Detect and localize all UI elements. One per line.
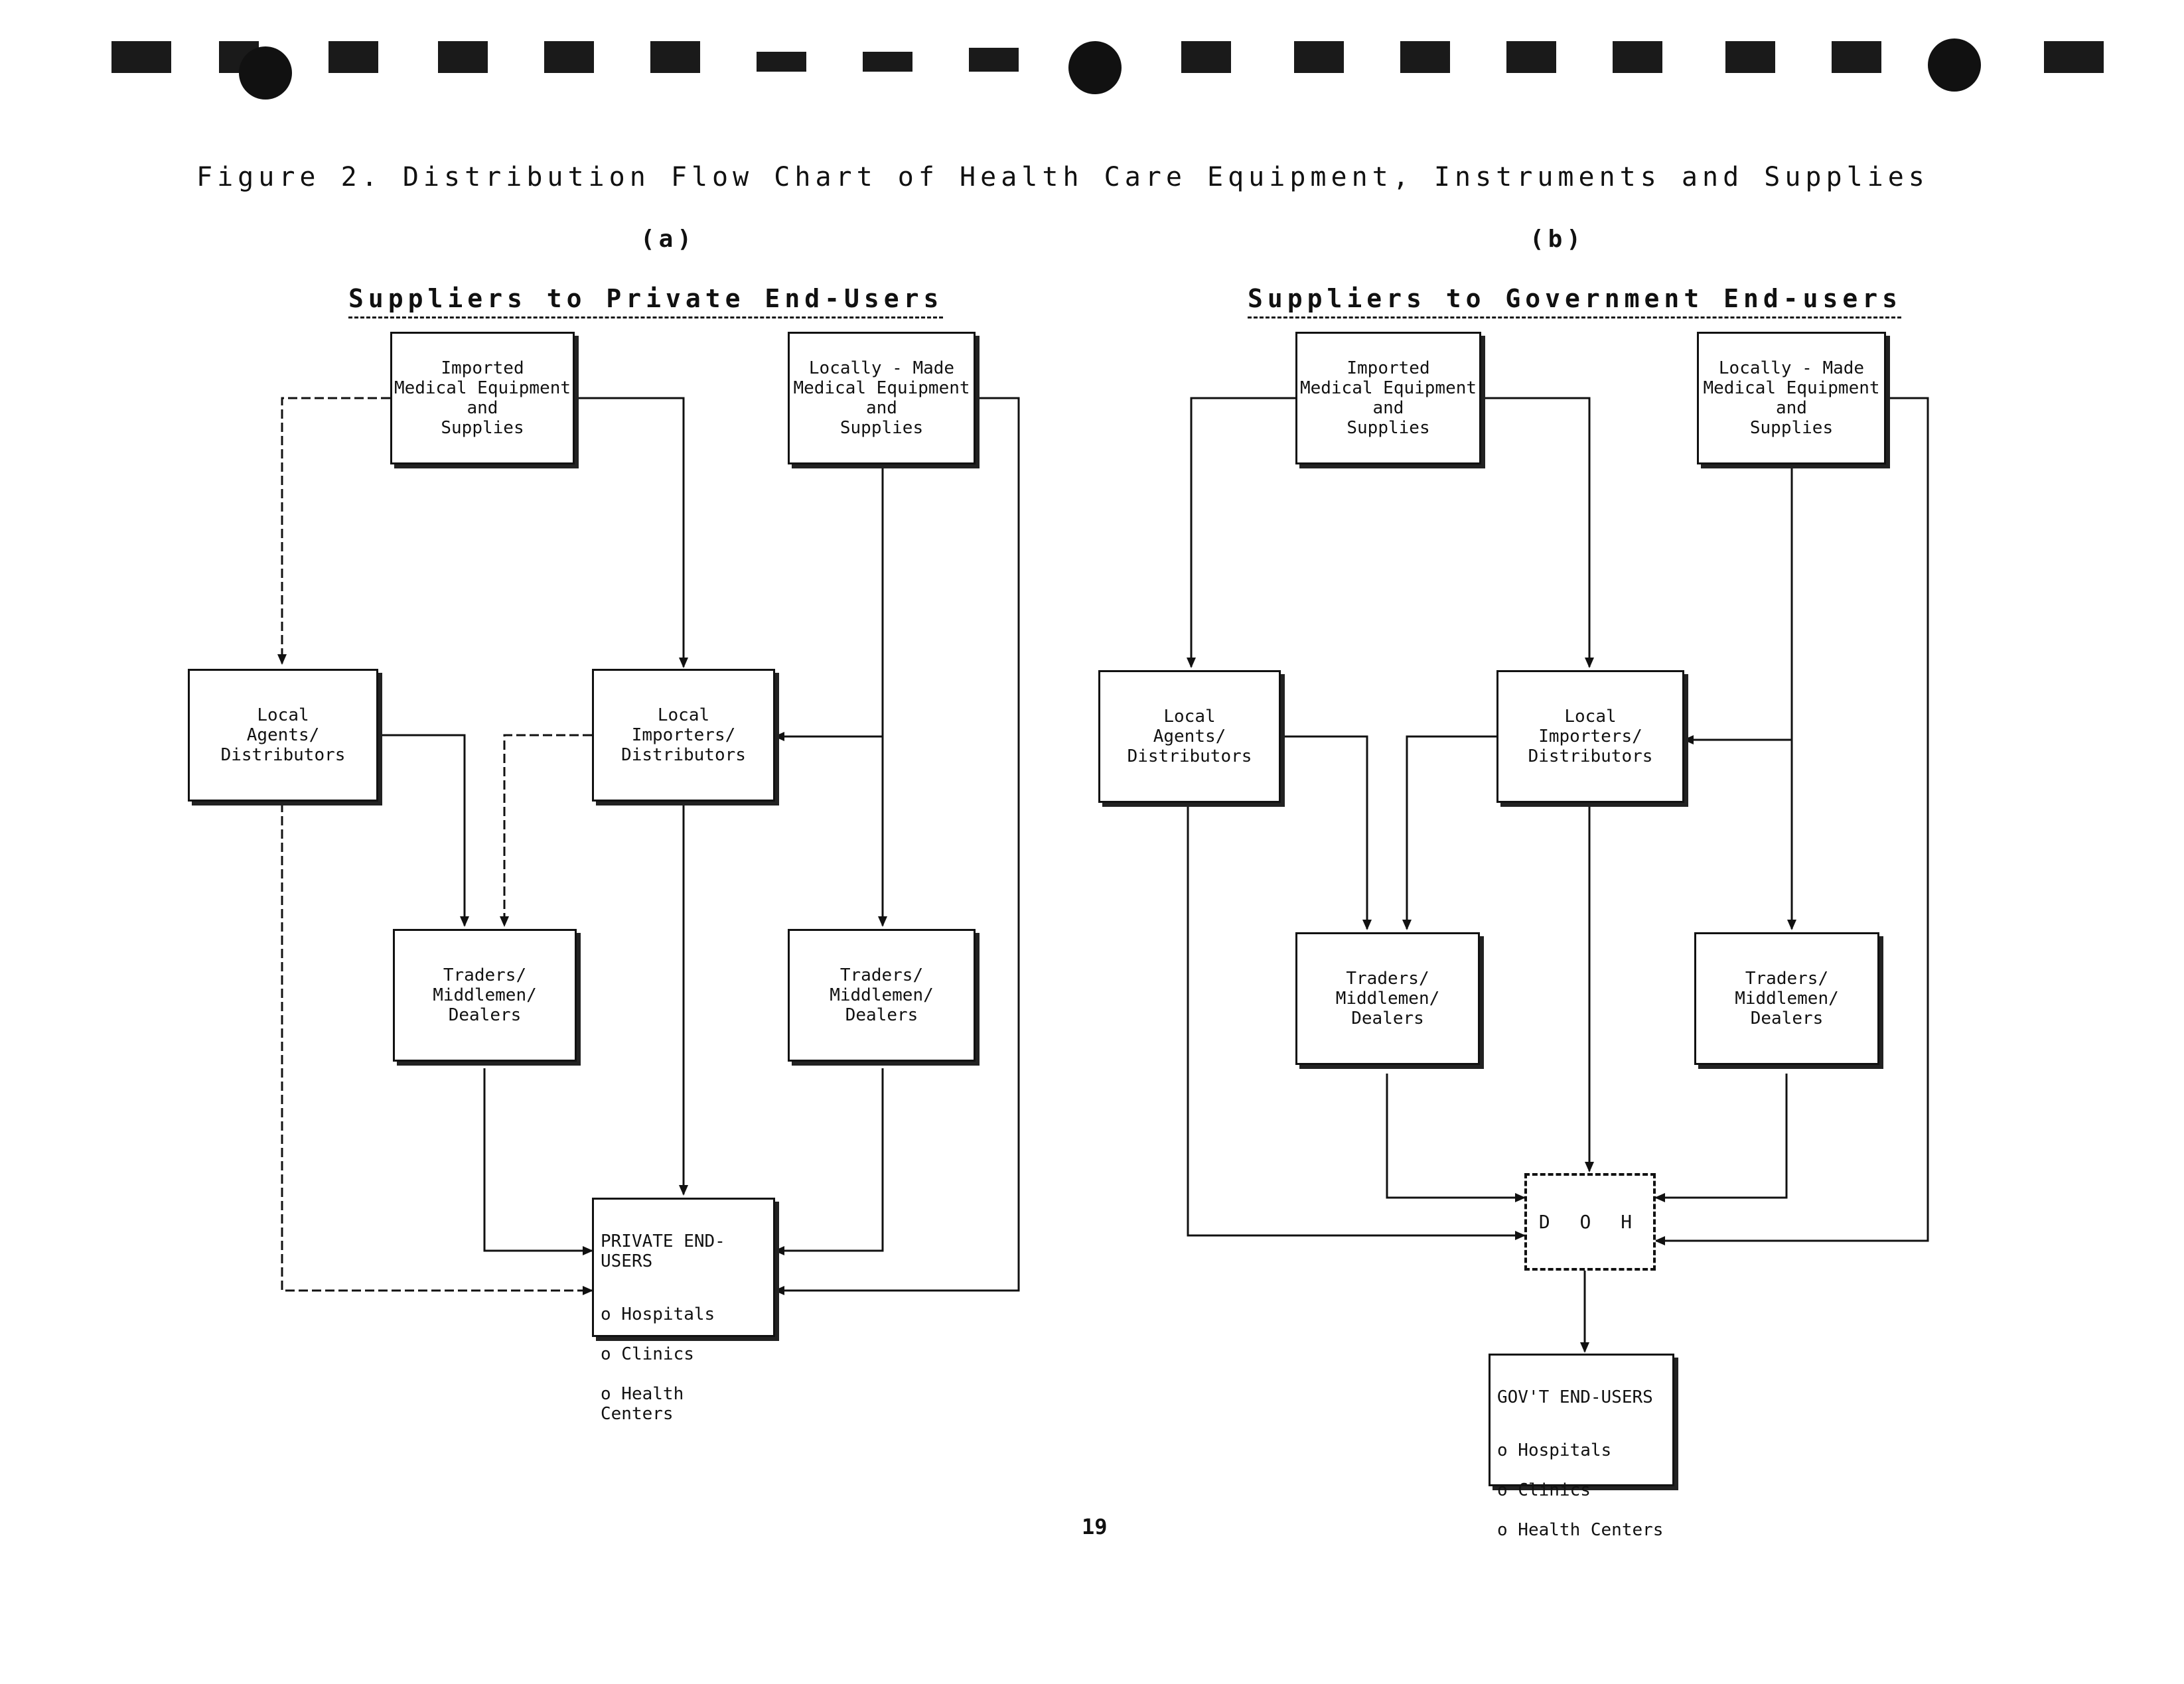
node-local-importers-a: Local Importers/ Distributors [592, 669, 775, 802]
figure-title: Figure 2. Distribution Flow Chart of Hea… [196, 162, 1929, 192]
node-local-importers-b: Local Importers/ Distributors [1496, 670, 1684, 803]
arrow-agents-to-doh-b [1187, 806, 1526, 1240]
arrow-localmade-to-endusers-a [774, 397, 1020, 1295]
node-traders-a-2: Traders/ Middlemen/ Dealers [788, 929, 976, 1062]
node-imported-supplies-b: Imported Medical Equipment and Supplies [1295, 332, 1481, 464]
govt-end-users-item: o Health Centers [1497, 1520, 1664, 1540]
private-end-users-title: PRIVATE END-USERS [601, 1231, 725, 1271]
panel-b-heading: Suppliers to Government End-users [1248, 284, 1902, 313]
binder-hole-icon [1928, 38, 1981, 92]
arrow-imported-to-agents-b [1187, 397, 1295, 668]
arrow-imported-to-importers-b [1481, 397, 1594, 668]
arrow-traders2-to-endusers-a [774, 1068, 884, 1255]
arrow-imported-to-importers-a [575, 397, 688, 668]
node-private-end-users: PRIVATE END-USERS o Hospitals o Clinics … [592, 1198, 775, 1424]
binder-hole-icon [239, 46, 292, 100]
arrow-imported-to-agents-a [277, 397, 390, 665]
node-doh: D O H [1524, 1173, 1656, 1271]
arrow-agents-to-traders-a [378, 734, 469, 927]
arrow-agents-to-traders-b [1281, 735, 1372, 930]
arrow-importers-to-traders-a [500, 734, 592, 927]
private-end-users-item: o Clinics [601, 1344, 694, 1364]
govt-end-users-item: o Hospitals [1497, 1440, 1612, 1460]
arrow-traders1-to-endusers-a [483, 1068, 593, 1255]
node-traders-b-1: Traders/ Middlemen/ Dealers [1295, 932, 1480, 1065]
binder-hole-icon [1068, 41, 1122, 94]
private-end-users-item: o Hospitals [601, 1304, 715, 1324]
private-end-users-item: o Health Centers [601, 1384, 684, 1424]
page-number: 19 [1082, 1514, 1108, 1539]
arrow-importers-to-traders-b [1402, 735, 1496, 930]
arrow-traders2-to-doh-b [1654, 1074, 1788, 1202]
arrow-traders1-to-doh-b [1386, 1074, 1526, 1202]
node-govt-end-users: GOV'T END-USERS o Hospitals o Clinics o … [1489, 1354, 1674, 1540]
panel-a-heading: Suppliers to Private End-Users [348, 284, 944, 313]
node-locally-made-supplies-b: Locally - Made Medical Equipment and Sup… [1697, 332, 1886, 464]
govt-end-users-item: o Clinics [1497, 1480, 1591, 1500]
node-imported-supplies-a: Imported Medical Equipment and Supplies [390, 332, 575, 464]
node-local-agents-b: Local Agents/ Distributors [1098, 670, 1281, 803]
node-traders-a-1: Traders/ Middlemen/ Dealers [393, 929, 577, 1062]
node-local-agents-a: Local Agents/ Distributors [188, 669, 378, 802]
panel-b-label: (b) [1530, 226, 1585, 253]
node-traders-b-2: Traders/ Middlemen/ Dealers [1694, 932, 1879, 1065]
govt-end-users-title: GOV'T END-USERS [1497, 1387, 1653, 1407]
arrow-localmade-to-doh-b [1654, 397, 1929, 1245]
panel-a-label: (a) [640, 226, 696, 253]
node-locally-made-supplies-a: Locally - Made Medical Equipment and Sup… [788, 332, 976, 464]
arrow-agents-to-endusers-a [281, 803, 593, 1295]
